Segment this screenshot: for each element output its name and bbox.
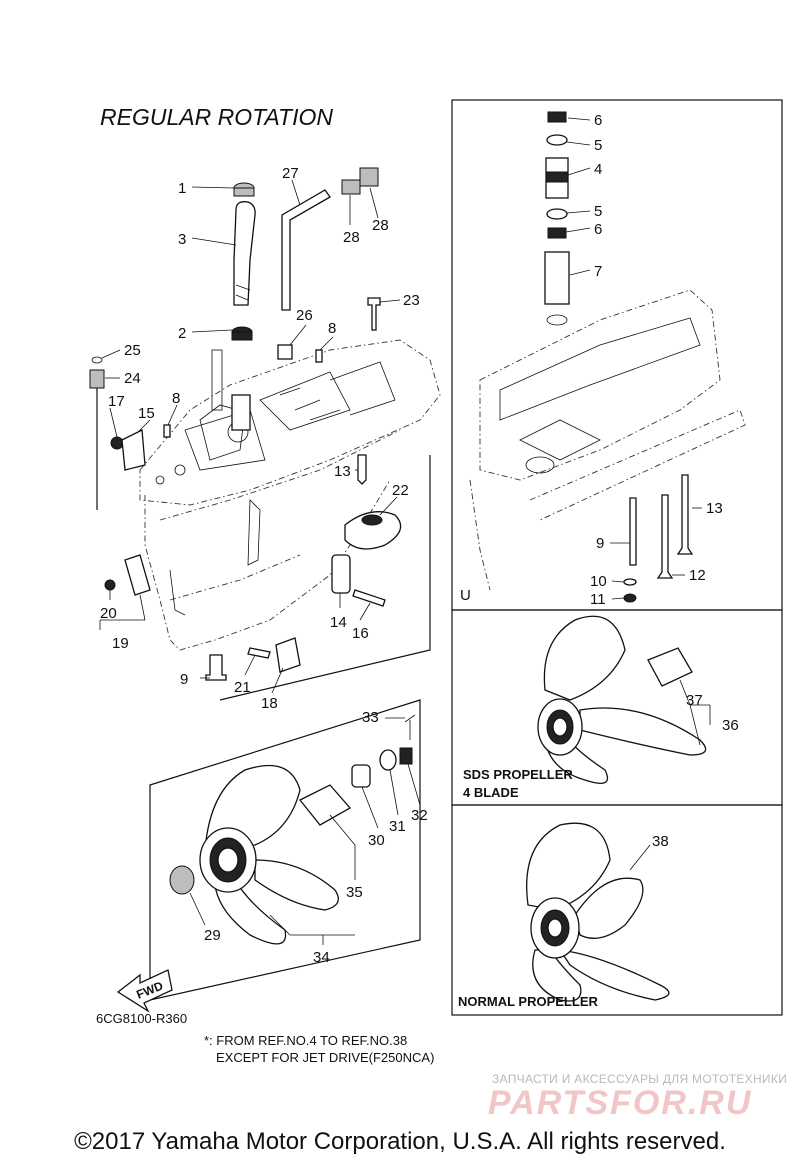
part-31-washer: [379, 749, 397, 771]
callout-24: 24: [124, 370, 141, 387]
part-33-cotter-pin: [404, 714, 416, 740]
callout-labels: 1 3 2 27 28 28 23 26 8 25 24 17 15 8 13 …: [100, 112, 739, 1009]
callout-9: 9: [180, 671, 188, 688]
watermark-tagline: ЗАПЧАСТИ И АКСЕССУАРЫ ДЛЯ МОТОТЕХНИКИ: [492, 1072, 787, 1086]
inset-u-panel: [451, 99, 783, 611]
part-24-nipple: [89, 369, 105, 389]
part-3-hose: [233, 201, 256, 306]
leader-lines: [99, 117, 711, 945]
part-25-o-ring: [91, 356, 103, 364]
part-32-nut: [399, 747, 413, 765]
normal-propeller: [526, 822, 670, 1002]
part-27-pipe: [281, 189, 331, 311]
part-18-cover: [275, 637, 301, 673]
callout-3: 3: [178, 231, 186, 248]
callout-8b: 8: [172, 390, 180, 407]
part-17-screw: [110, 436, 124, 450]
callout-u6b: 6: [594, 221, 602, 238]
callout-u12: 12: [689, 567, 706, 584]
callout-27: 27: [282, 165, 299, 182]
callout-25: 25: [124, 342, 141, 359]
part-35-bushing: [298, 784, 352, 826]
part-9-bolt: [205, 654, 227, 681]
part-22-anode: [344, 511, 402, 550]
note-line1: *: FROM REF.NO.4 TO REF.NO.38: [204, 1033, 407, 1048]
part-8-pin: [315, 349, 323, 363]
callout-22: 22: [392, 482, 409, 499]
callout-u5a: 5: [594, 137, 602, 154]
part-23-bolt: [367, 297, 381, 331]
propeller-main: [199, 764, 339, 945]
sds-propeller: [537, 615, 707, 784]
inset-u-label: U: [460, 587, 471, 604]
part-8-pin-b: [163, 424, 171, 438]
copyright-notice: ©2017 Yamaha Motor Corporation, U.S.A. A…: [74, 1128, 726, 1155]
diagram-title: REGULAR ROTATION: [100, 104, 333, 130]
callout-17: 17: [108, 393, 125, 410]
part-29-spacer: [169, 865, 195, 895]
fwd-arrow-icon: FWD: [116, 969, 173, 1013]
part-19-plate: [124, 554, 151, 596]
callout-u4: 4: [594, 161, 602, 178]
callout-u9: 9: [596, 535, 604, 552]
callout-33: 33: [362, 709, 379, 726]
part-26-grommet: [277, 344, 293, 360]
callout-1: 1: [178, 180, 186, 197]
callout-u13: 13: [706, 500, 723, 517]
callout-31: 31: [389, 818, 406, 835]
part-30-washer: [351, 764, 371, 788]
callout-18: 18: [261, 695, 278, 712]
callout-2: 2: [178, 325, 186, 342]
callout-8a: 8: [328, 320, 336, 337]
callout-u6a: 6: [594, 112, 602, 129]
part-16-bolt: [352, 589, 386, 607]
part-28-clip-b: [359, 167, 379, 187]
callout-u7: 7: [594, 263, 602, 280]
callout-16: 16: [352, 625, 369, 642]
callout-28a: 28: [343, 229, 360, 246]
callout-37: 37: [686, 692, 703, 709]
sds-caption-line1: SDS PROPELLER: [463, 767, 573, 782]
callout-14: 14: [330, 614, 347, 631]
callout-u5b: 5: [594, 203, 602, 220]
inset-normal-panel: [451, 804, 783, 1016]
part-20-nut: [104, 579, 116, 591]
callout-29: 29: [204, 927, 221, 944]
part-28-clip-a: [341, 179, 361, 195]
note-line2: EXCEPT FOR JET DRIVE(F250NCA): [216, 1050, 434, 1065]
callout-34: 34: [313, 949, 330, 966]
part-15-cover: [121, 428, 146, 471]
callout-15: 15: [138, 405, 155, 422]
callout-u11: 11: [590, 591, 606, 608]
callout-21: 21: [234, 679, 251, 696]
part-14-cover: [331, 554, 351, 594]
part-13-bolt: [357, 454, 367, 485]
inset-u-parts: [469, 111, 746, 603]
part-21-screw: [247, 647, 271, 659]
normal-caption: NORMAL PROPELLER: [458, 994, 598, 1009]
callout-20: 20: [100, 605, 117, 622]
callout-28b: 28: [372, 217, 389, 234]
callout-32: 32: [411, 807, 428, 824]
callout-u10: 10: [590, 573, 607, 590]
frame-right: [219, 455, 431, 701]
callout-13: 13: [334, 463, 351, 480]
callout-35: 35: [346, 884, 363, 901]
callout-36: 36: [722, 717, 739, 734]
callout-38: 38: [652, 833, 669, 850]
sds-caption-line2: 4 BLADE: [463, 785, 519, 800]
callout-23: 23: [403, 292, 420, 309]
watermark-logo: PARTSFOR.RU: [488, 1084, 752, 1122]
callout-19: 19: [112, 635, 129, 652]
figure-code: 6CG8100-R360: [96, 1011, 187, 1026]
propeller-group-frame: [149, 699, 421, 1001]
callout-30: 30: [368, 832, 385, 849]
callout-26: 26: [296, 307, 313, 324]
lower-case-housing: [139, 339, 441, 651]
